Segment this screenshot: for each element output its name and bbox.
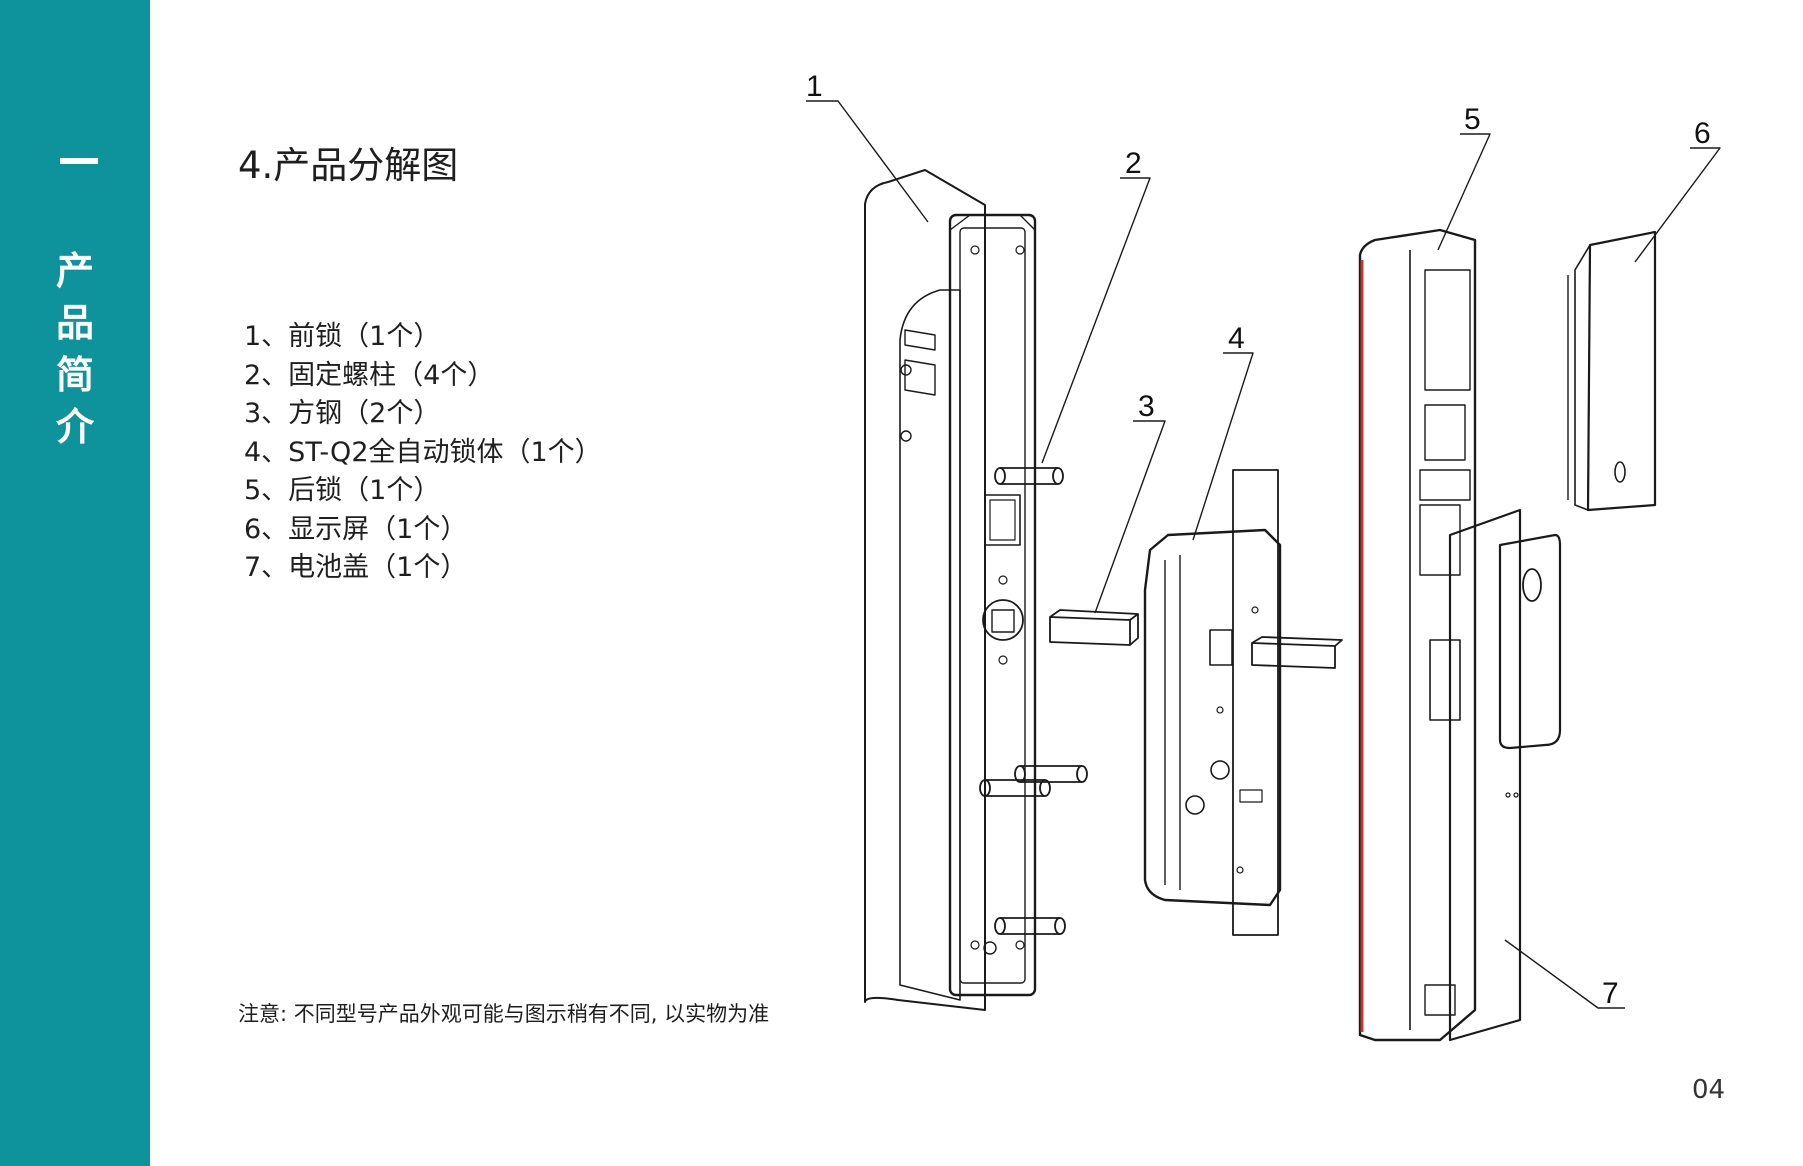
back-lock <box>1358 228 1477 1042</box>
chapter-title: 产 品 简 介 <box>45 245 105 453</box>
page-number: 04 <box>1692 1075 1726 1105</box>
section-title: 4.产品分解图 <box>238 144 459 187</box>
display-screen <box>1567 230 1657 512</box>
fixing-studs <box>979 467 1088 935</box>
chapter-char: 简 <box>55 353 94 397</box>
part-item: 7、电池盖（1个） <box>244 552 468 583</box>
chapter-char: 介 <box>55 405 94 449</box>
chapter-char: 产 <box>55 249 94 293</box>
square-spindles <box>1049 609 1343 669</box>
front-lock <box>864 169 1037 1011</box>
callout-6: 6 <box>1694 117 1711 150</box>
callout-5: 5 <box>1464 103 1481 136</box>
lock-body <box>1143 469 1282 936</box>
chapter-char: 品 <box>55 301 94 345</box>
part-item: 3、方钢（2个） <box>244 398 441 429</box>
part-item: 5、后锁（1个） <box>244 475 441 506</box>
disclaimer-note: 注意: 不同型号产品外观可能与图示稍有不同, 以实物为准 <box>238 1002 770 1026</box>
leader-lines <box>806 100 1721 1009</box>
callout-3: 3 <box>1138 390 1155 423</box>
chapter-mark <box>60 158 98 164</box>
chapter-sidebar: 产 品 简 介 <box>0 0 150 1166</box>
part-item: 4、ST-Q2全自动锁体（1个） <box>244 436 602 468</box>
callout-2: 2 <box>1125 147 1142 180</box>
part-item: 6、显示屏（1个） <box>244 513 468 545</box>
part-item: 1、前锁（1个） <box>244 321 441 352</box>
part-item: 2、固定螺柱（4个） <box>244 359 495 391</box>
callout-1: 1 <box>806 70 823 103</box>
callout-4: 4 <box>1228 322 1245 355</box>
callout-7: 7 <box>1602 977 1619 1010</box>
parts-list: 1、前锁（1个） 2、固定螺柱（4个） 3、方钢（2个） 4、ST-Q2全自动锁… <box>244 318 602 588</box>
battery-cover <box>1448 508 1562 1042</box>
